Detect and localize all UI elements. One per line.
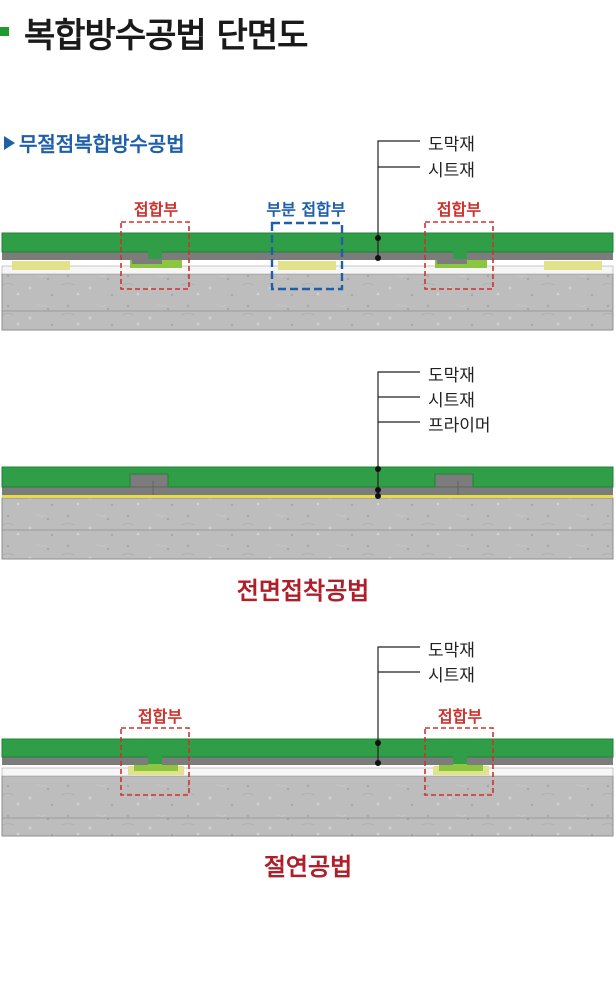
section1-joint-partial-label: 부분 접합부 [266,200,346,219]
sheet-layer [467,252,613,260]
section1-callout-coating: 도막재 [428,135,475,155]
title-bullet-icon [0,27,9,36]
callout-dot [375,487,381,493]
concrete-slab [1,497,614,560]
section2-callout-sheet: 시트재 [428,391,475,411]
section3-callout-sheet: 시트재 [428,666,475,686]
callout-dot [375,466,381,472]
joint-adhesive [134,764,178,771]
sheet-layer [162,252,453,260]
section3-diagram [1,646,614,837]
callout-dot [375,235,381,241]
section2-callout-primer: 프라이머 [428,416,491,436]
callout-line [377,646,420,763]
sheet-layer [162,757,453,765]
section1-diagram [1,140,614,331]
coating-fill [453,756,467,764]
sheet-layer [2,757,148,765]
coating-layer [1,738,614,758]
insulation-gap [1,767,614,777]
section3-method-title: 절연공법 [263,853,353,881]
callout-line [377,371,420,496]
callout-dot [375,760,381,766]
joint-marker-left [120,727,190,796]
section3-joint-left-label: 접합부 [137,707,183,726]
coating-layer [1,232,614,253]
section2-diagram [1,371,614,560]
section3-callout-coating: 도막재 [428,641,475,661]
primer-layer [2,495,613,498]
sheet-overlap [434,473,474,488]
section3-joint-right-label: 접합부 [437,707,483,726]
coating-fill [148,756,162,764]
joint-marker-left [120,221,190,290]
callout-dot [375,255,381,261]
sheet-layer [2,252,148,260]
sheet-overlap [132,258,162,264]
concrete-slab [1,775,614,837]
coating-layer [1,466,614,488]
section2-method-title: 전면접착공법 [236,577,370,605]
adhesive-strip [12,261,70,270]
section2-callout-coating: 도막재 [428,366,475,386]
joint-adhesive [439,764,483,771]
adhesive-strip [278,261,336,270]
callout-dot [375,493,381,499]
sheet-overlap [129,473,169,488]
sheet-layer [467,757,613,765]
section1-subtitle: 무절점복합방수공법 [4,128,185,157]
coating-fill [453,251,467,259]
joint-marker-right [424,221,494,290]
joint-marker-right [424,727,494,796]
triangle-bullet-icon [4,136,15,150]
section1-callout-sheet: 시트재 [428,161,475,181]
concrete-slab [1,273,614,331]
section1-joint-left-label: 접합부 [133,200,179,219]
sheet-layer [2,487,613,495]
section1-subtitle-text: 무절점복합방수공법 [19,132,185,156]
page-title: 복합방수공법 단면도 [24,16,308,56]
coating-fill [148,251,162,259]
callout-dot [375,740,381,746]
callout-line [377,140,420,258]
adhesive-strip [544,261,602,270]
section1-joint-right-label: 접합부 [436,200,482,219]
joint-marker-partial [270,221,344,291]
sheet-overlap [437,258,467,264]
